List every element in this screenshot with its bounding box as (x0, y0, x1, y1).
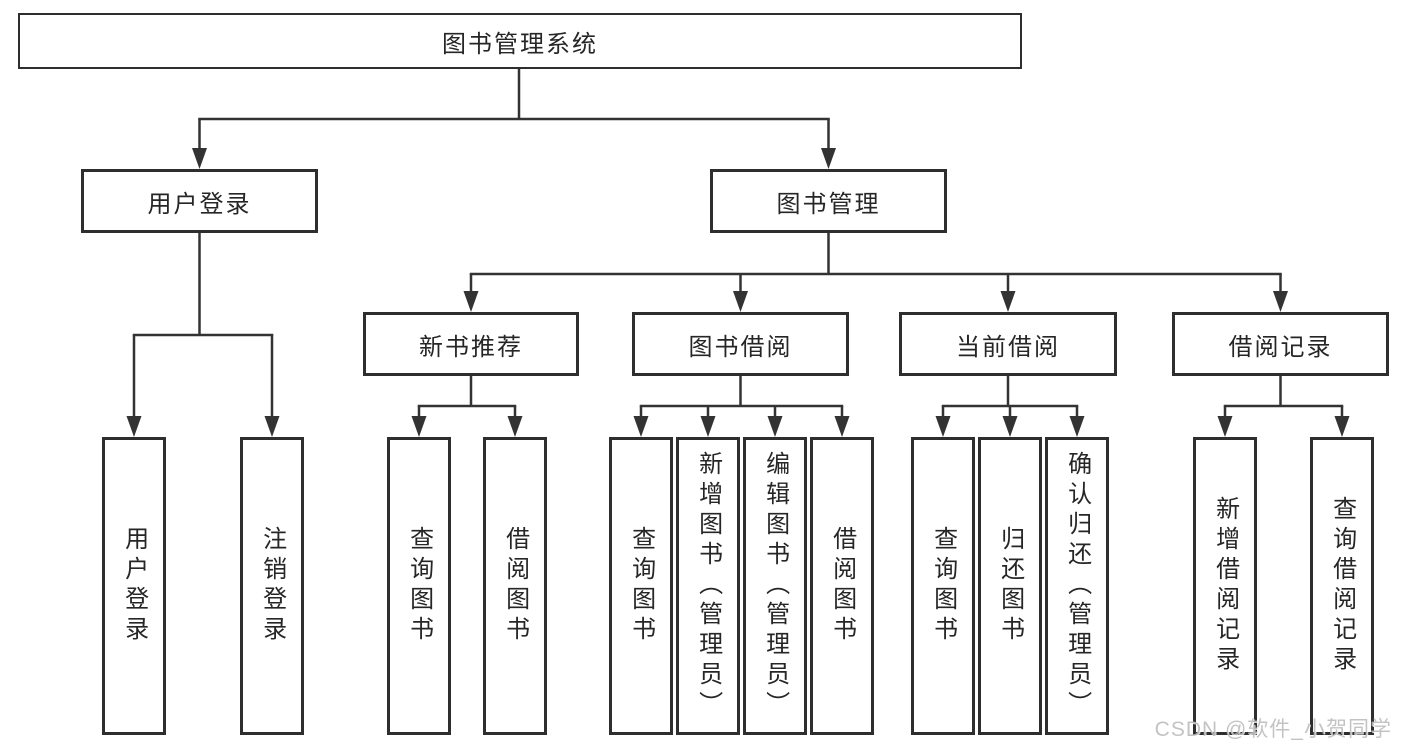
arrowhead-down-icon (507, 416, 523, 437)
arrowhead-down-icon (1002, 416, 1018, 437)
leaf-logout: 注销登录 (240, 437, 304, 735)
leaf-current-confirm-return-admin-label: 确认归还（管理员） (1063, 451, 1091, 721)
leaf-records-add-record-label: 新增借阅记录 (1211, 496, 1239, 676)
leaf-borrow-borrow-books-label: 借阅图书 (828, 526, 856, 646)
arrowhead-down-icon (767, 416, 783, 437)
node-borrow-records-label: 借阅记录 (1228, 333, 1333, 361)
arrowhead-down-icon (1069, 416, 1085, 437)
node-new-book-recommend-label: 新书推荐 (419, 333, 523, 361)
node-user-login-label: 用户登录 (147, 190, 252, 218)
node-borrow-records: 借阅记录 (1172, 312, 1389, 376)
arrowhead-down-icon (1217, 416, 1233, 437)
leaf-borrow-edit-books-admin: 编辑图书（管理员） (743, 437, 807, 735)
node-user-login: 用户登录 (81, 169, 318, 233)
arrowhead-down-icon (633, 416, 649, 437)
leaf-borrow-add-books-admin-label: 新增图书（管理员） (694, 451, 722, 721)
leaf-recommend-borrow-books: 借阅图书 (483, 437, 547, 735)
node-current-borrow: 当前借阅 (899, 312, 1117, 376)
arrowhead-down-icon (411, 416, 427, 437)
node-book-management: 图书管理 (710, 169, 947, 233)
arrowhead-down-icon (700, 416, 716, 437)
arrowhead-down-icon (1334, 416, 1350, 437)
leaf-current-query-books: 查询图书 (911, 437, 975, 735)
arrowhead-down-icon (821, 148, 836, 169)
leaf-recommend-query-books: 查询图书 (387, 437, 451, 735)
leaf-recommend-query-books-label: 查询图书 (405, 526, 433, 646)
arrowhead-down-icon (126, 416, 142, 437)
arrowhead-down-icon (192, 148, 207, 169)
arrowhead-down-icon (264, 416, 280, 437)
leaf-borrow-query-books-label: 查询图书 (627, 526, 655, 646)
node-root-label: 图书管理系统 (442, 30, 598, 58)
leaf-current-return-books-label: 归还图书 (996, 526, 1024, 646)
node-book-borrow: 图书借阅 (632, 312, 849, 376)
node-current-borrow-label: 当前借阅 (956, 333, 1060, 361)
node-root: 图书管理系统 (18, 13, 1022, 69)
node-book-management-label: 图书管理 (776, 190, 881, 218)
leaf-records-query-record: 查询借阅记录 (1310, 437, 1374, 735)
node-book-borrow-label: 图书借阅 (688, 333, 793, 361)
leaf-recommend-borrow-books-label: 借阅图书 (501, 526, 529, 646)
leaf-current-confirm-return-admin: 确认归还（管理员） (1045, 437, 1109, 735)
arrowhead-down-icon (463, 291, 479, 312)
arrowhead-down-icon (733, 291, 748, 312)
leaf-borrow-query-books: 查询图书 (609, 437, 673, 735)
leaf-logout-label: 注销登录 (258, 526, 286, 646)
leaf-records-add-record: 新增借阅记录 (1193, 437, 1257, 735)
leaf-records-query-record-label: 查询借阅记录 (1328, 496, 1356, 676)
leaf-borrow-add-books-admin: 新增图书（管理员） (676, 437, 740, 735)
leaf-user-login: 用户登录 (102, 437, 166, 735)
arrowhead-down-icon (1000, 291, 1016, 312)
node-new-book-recommend: 新书推荐 (363, 312, 579, 376)
arrowhead-down-icon (1273, 291, 1288, 312)
arrowhead-down-icon (834, 416, 850, 437)
leaf-current-query-books-label: 查询图书 (929, 526, 957, 646)
leaf-current-return-books: 归还图书 (978, 437, 1042, 735)
leaf-borrow-edit-books-admin-label: 编辑图书（管理员） (761, 451, 789, 721)
leaf-user-login-label: 用户登录 (120, 526, 148, 646)
arrowhead-down-icon (935, 416, 951, 437)
leaf-borrow-borrow-books: 借阅图书 (810, 437, 874, 735)
